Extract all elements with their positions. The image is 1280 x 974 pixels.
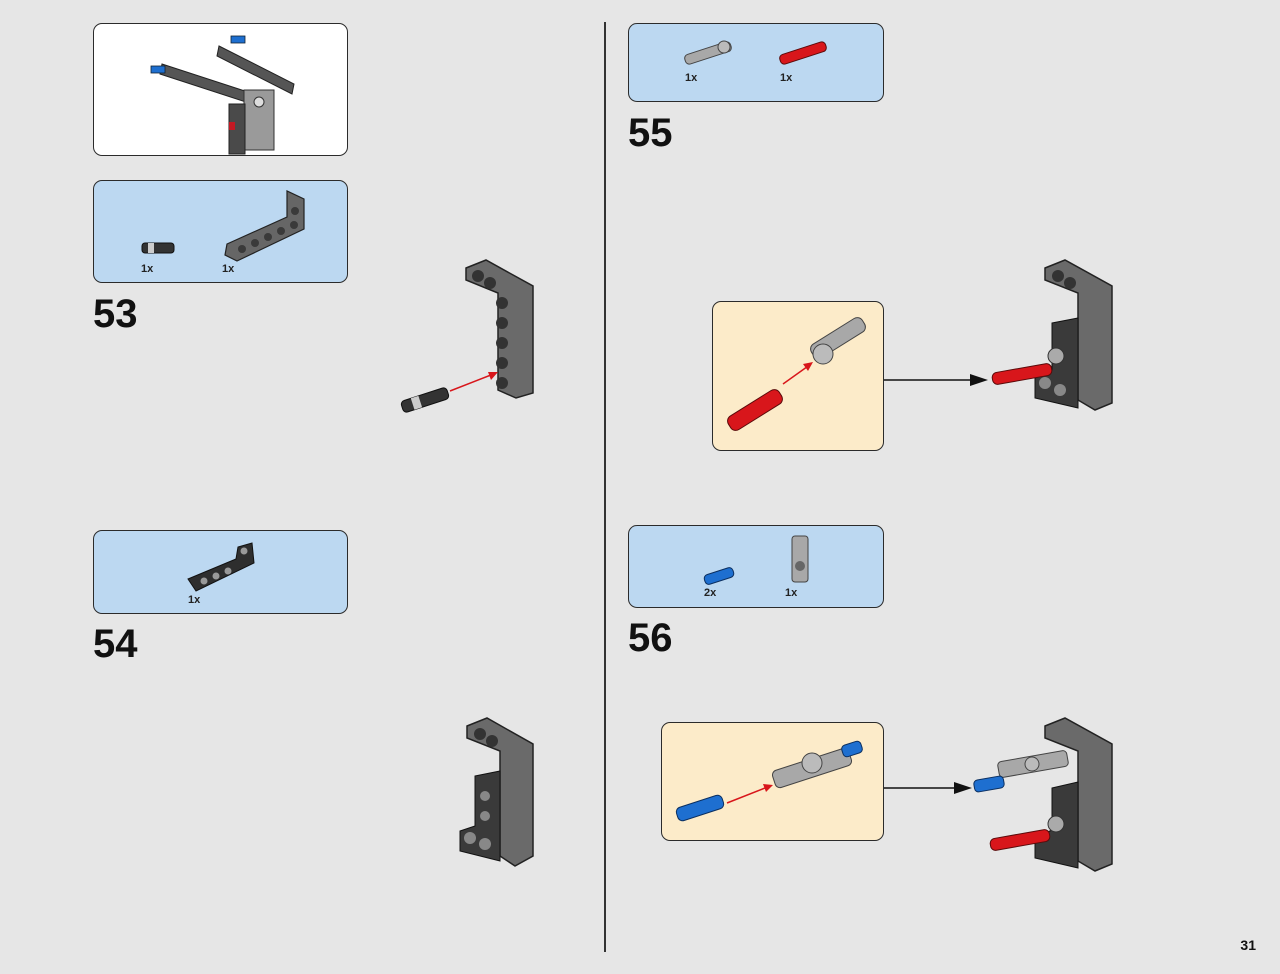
pin-into-connector-image bbox=[675, 740, 863, 822]
step-54-parts-panel: 1x bbox=[93, 530, 348, 614]
assembled-frame-image bbox=[150, 35, 295, 155]
step-56-assembly-image bbox=[973, 717, 1113, 872]
part-qty-label: 2x bbox=[704, 587, 717, 599]
part-qty-label: 1x bbox=[222, 263, 235, 275]
step-55-parts-panel: 1x 1x bbox=[628, 23, 884, 102]
part-qty-label: 1x bbox=[141, 263, 154, 275]
part-qty-label: 1x bbox=[685, 72, 698, 84]
callout-arrow bbox=[884, 782, 972, 794]
callout-arrow bbox=[884, 374, 988, 386]
part-qty-label: 1x bbox=[188, 594, 201, 606]
gray-axle-pin-part-image bbox=[684, 40, 732, 65]
gray-connector-part-image bbox=[791, 535, 809, 583]
step-56-parts-panel: 2x 1x bbox=[628, 525, 884, 608]
pin-connector-part-image bbox=[141, 242, 175, 254]
step-55-assembly-image bbox=[991, 259, 1113, 411]
step-number-56: 56 bbox=[628, 616, 673, 660]
step-53-parts-panel: 1x 1x bbox=[93, 180, 348, 283]
l-beam-part-image bbox=[224, 190, 305, 262]
blue-pin-part-image bbox=[703, 567, 735, 585]
page-column-divider bbox=[604, 22, 606, 952]
previous-step-result-panel bbox=[93, 23, 348, 156]
step-55-sub-assembly-callout bbox=[712, 301, 884, 451]
red-axle-pin-part-image bbox=[779, 41, 827, 65]
l-beam-2x4-part-image bbox=[187, 542, 255, 592]
step-53-assembly-image bbox=[400, 259, 534, 413]
step-number-54: 54 bbox=[93, 622, 138, 666]
step-56-sub-assembly-callout bbox=[661, 722, 884, 841]
part-qty-label: 1x bbox=[780, 72, 793, 84]
step-number-55: 55 bbox=[628, 111, 673, 155]
step-54-assembly-image bbox=[459, 717, 534, 867]
part-qty-label: 1x bbox=[785, 587, 798, 599]
pin-into-axle-pin-image bbox=[727, 317, 866, 431]
page-number: 31 bbox=[1240, 937, 1256, 953]
step-number-53: 53 bbox=[93, 292, 138, 336]
